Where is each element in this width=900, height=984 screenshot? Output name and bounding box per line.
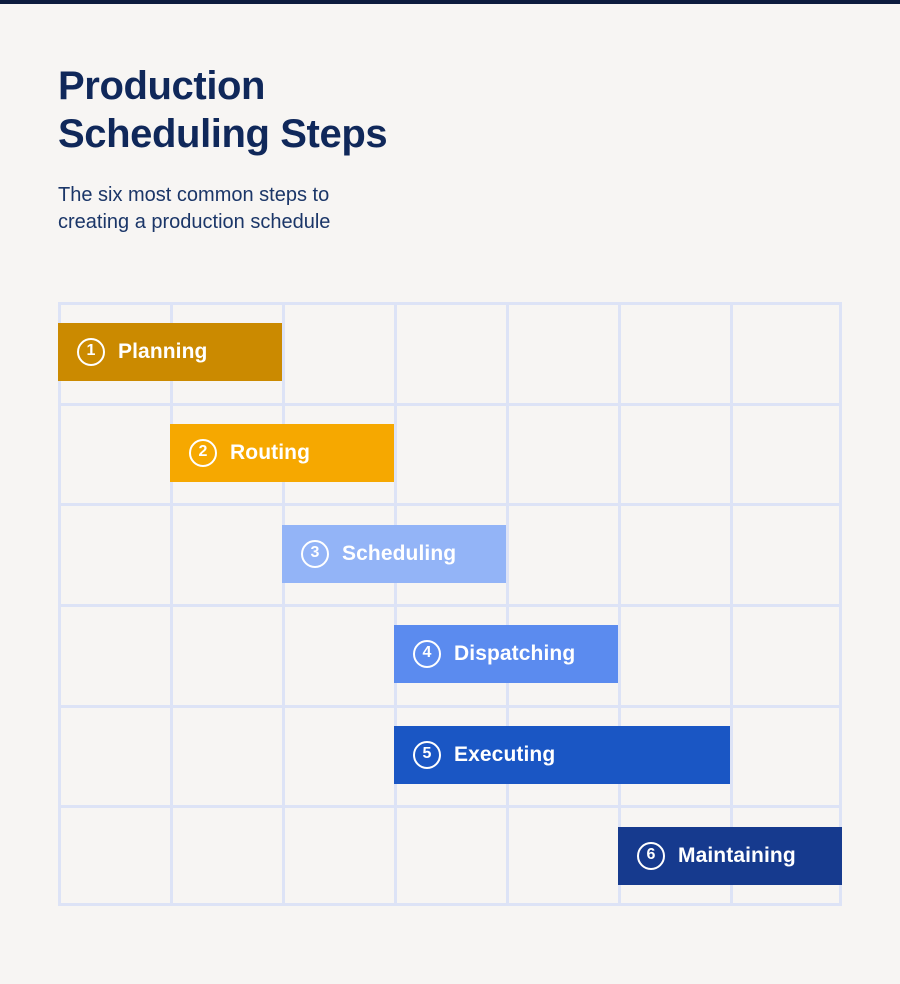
gridline-horizontal <box>58 903 842 906</box>
gridline-horizontal <box>58 604 842 607</box>
gantt-bar-label: Dispatching <box>454 642 576 666</box>
gantt-bar-maintaining[interactable]: 6 Maintaining <box>618 826 842 885</box>
gantt-bar-scheduling[interactable]: 3 Scheduling <box>282 524 506 583</box>
gantt-bar-executing[interactable]: 5 Executing <box>394 726 730 784</box>
gantt-bar-dispatching[interactable]: 4 Dispatching <box>394 625 618 684</box>
chart-gridlines <box>58 302 842 906</box>
page-subtitle: The six most common steps to creating a … <box>58 184 331 233</box>
step-number-badge: 1 <box>77 338 105 367</box>
gridline-horizontal <box>58 704 842 708</box>
header-block: Production Scheduling Steps The six most… <box>58 62 658 236</box>
gridline-horizontal <box>58 402 842 406</box>
step-number-badge: 2 <box>189 439 217 467</box>
gantt-bar-label: Scheduling <box>342 541 457 565</box>
gantt-bar-label: Planning <box>118 340 208 364</box>
step-number-badge: 6 <box>637 841 665 870</box>
step-number-badge: 5 <box>413 741 441 769</box>
gridline-horizontal <box>58 805 842 809</box>
gridline-horizontal <box>58 503 842 507</box>
gantt-bar-routing[interactable]: 2 Routing <box>170 424 394 482</box>
step-number-badge: 3 <box>301 539 329 568</box>
gridline-horizontal <box>58 302 842 305</box>
chart-bars: 1 Planning 2 Routing 3 Scheduling 4 Dispatching… <box>58 302 842 906</box>
step-number-badge: 4 <box>413 640 441 669</box>
gantt-bar-planning[interactable]: 1 Planning <box>58 323 282 382</box>
gantt-bar-label: Maintaining <box>678 843 796 867</box>
top-accent-rule <box>0 0 900 4</box>
gantt-bar-label: Executing <box>454 743 556 766</box>
page-title: Production Scheduling Steps <box>58 64 388 156</box>
gantt-chart: 1 Planning 2 Routing 3 Scheduling 4 Dispatching… <box>58 302 842 906</box>
gantt-bar-label: Routing <box>230 441 311 464</box>
